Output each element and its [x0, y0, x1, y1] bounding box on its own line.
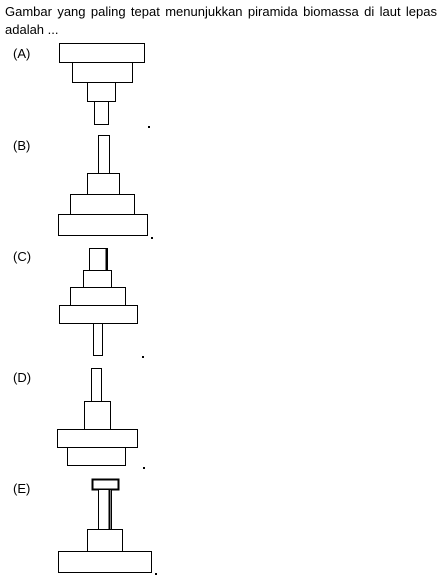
option-d-label[interactable]: (D)	[13, 370, 32, 385]
option-c-label[interactable]: (C)	[13, 249, 32, 264]
option-c-dot	[142, 356, 144, 358]
option-d-tier-4	[67, 447, 126, 466]
option-a-label[interactable]: (A)	[13, 46, 31, 61]
option-b-tier-1	[98, 135, 110, 174]
option-d-tier-1	[91, 368, 102, 402]
option-e-tier-3	[87, 529, 123, 552]
option-a-tier-2	[72, 62, 133, 83]
option-c-tier-2	[83, 270, 112, 288]
option-a-tier-4	[94, 101, 109, 125]
option-a-tier-3	[87, 82, 116, 102]
option-c-tier-1	[89, 248, 108, 271]
option-e-tier-2	[98, 489, 112, 530]
option-d-tier-3	[57, 429, 138, 448]
option-b-tier-3	[70, 194, 135, 215]
option-b-dot	[151, 237, 153, 239]
option-c-tier-5	[93, 323, 103, 356]
option-a-tier-1	[59, 43, 145, 63]
option-a-dot	[148, 126, 150, 128]
option-e-tier-4	[58, 551, 152, 573]
option-b-tier-2	[87, 173, 120, 195]
option-d-tier-2	[84, 401, 111, 430]
option-e-tier-1	[91, 478, 120, 491]
question-text: Gambar yang paling tepat menunjukkan pir…	[5, 4, 437, 37]
option-b-tier-4	[58, 214, 148, 236]
option-c-tier-4	[59, 305, 138, 324]
option-e-dot	[155, 573, 157, 575]
option-d-dot	[143, 467, 145, 469]
option-e-label[interactable]: (E)	[13, 481, 31, 496]
option-b-label[interactable]: (B)	[13, 138, 31, 153]
option-c-tier-3	[70, 287, 126, 306]
